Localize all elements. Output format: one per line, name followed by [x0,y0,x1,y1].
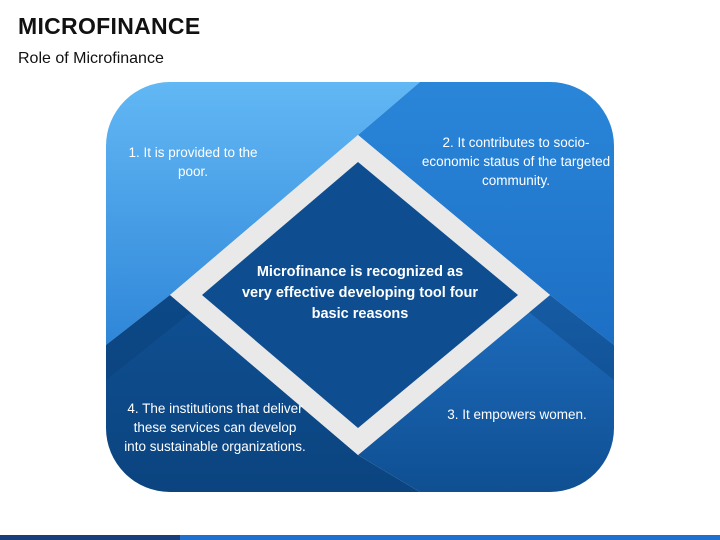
quadrant-3-text: 3. It empowers women. [447,407,587,422]
fold-shadow-left [106,295,200,380]
fold-shadow-right [520,295,614,380]
center-text: Microfinance is recognized as very effec… [241,264,479,322]
center-diamond [202,162,518,428]
bottom-accent-segment-light [180,535,720,540]
quadrant-4-text: 4. The institutions that deliver these s… [124,401,306,454]
page-title: MICROFINANCE [18,13,201,39]
bottom-accent-bar [0,535,720,540]
quadrant-3-shape [358,295,614,492]
quadrant-1-text: 1. It is provided to the poor. [128,145,258,179]
page-subtitle: Role of Microfinance [18,50,164,67]
quadrant-2-text: 2. It contributes to socio-economic stat… [421,135,611,188]
bottom-accent-segment-dark [0,535,180,540]
quadrant-4-shape [106,295,420,492]
quadrant-1-shape [106,82,420,345]
quadrant-2-shape [358,82,614,345]
